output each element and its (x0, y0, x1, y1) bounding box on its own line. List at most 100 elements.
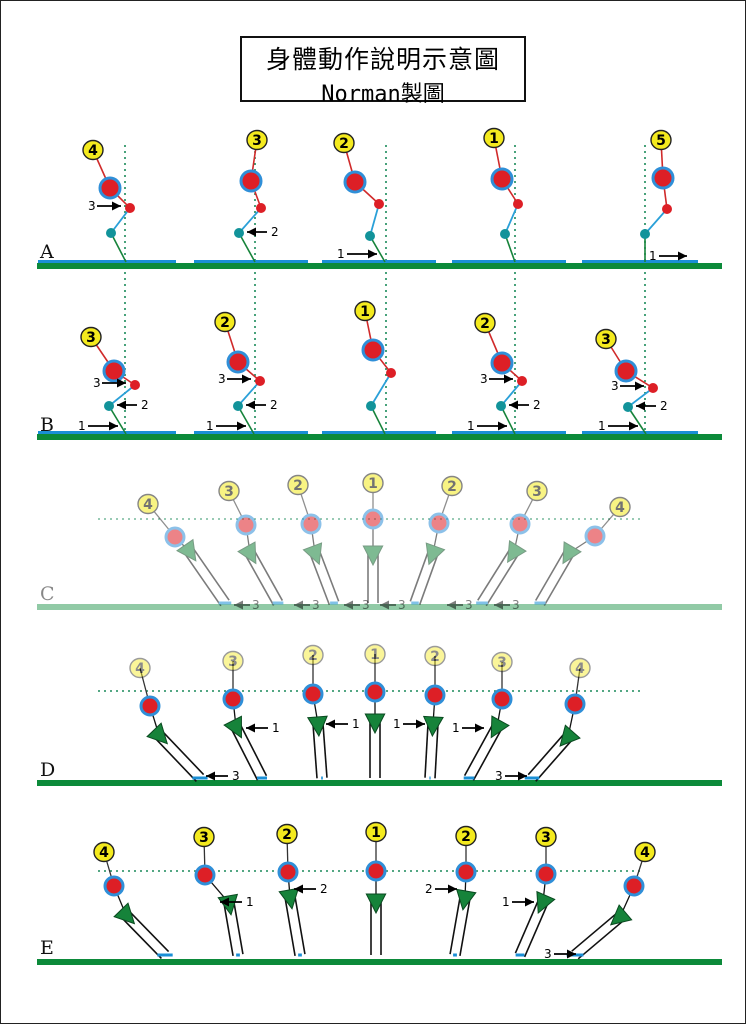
ground-bar (37, 434, 722, 440)
right-arrow (462, 723, 484, 733)
number-ball: 3 (80, 326, 102, 348)
foot-pad (38, 431, 176, 434)
leg-rail (477, 548, 511, 601)
knee-triangle (306, 715, 328, 738)
leg-rail (121, 917, 162, 960)
side-mark: 1 (393, 717, 425, 731)
foot-pad (194, 431, 308, 434)
right-arrow (512, 897, 534, 907)
hip-joint (98, 176, 122, 200)
arrow-number: 1 (206, 419, 214, 433)
side-mark: 3 (495, 769, 527, 783)
left-arrow (326, 719, 348, 729)
mark-number: 3 (362, 598, 370, 612)
ground-bar (37, 959, 722, 965)
mark-number: 3 (495, 769, 503, 783)
knee-triangle (364, 713, 386, 735)
ball-number: 2 (480, 316, 490, 332)
knee-triangle (609, 904, 633, 926)
ground-mark: 3 (344, 598, 370, 612)
number-ball: 2 (424, 645, 446, 667)
leg-rail (434, 724, 439, 779)
foot-pad (38, 260, 176, 263)
ball-number: 3 (252, 133, 262, 149)
ball-number: 1 (370, 647, 380, 663)
left-arrow (636, 401, 656, 411)
number-ball: 1 (365, 821, 387, 843)
number-ball: 2 (441, 475, 463, 497)
leg-figure: 32 (234, 129, 279, 263)
hip-joint (226, 350, 250, 374)
knee-joint (648, 383, 658, 393)
number-ball: 4 (569, 657, 591, 679)
arrow-number: 3 (611, 379, 619, 393)
ankle-link (370, 405, 386, 435)
side-mark: 1 (246, 721, 280, 735)
foot-pad (452, 431, 566, 434)
right-arrow (489, 374, 513, 384)
leg-rail (284, 897, 296, 956)
right-arrow (88, 421, 118, 431)
ground-mark: 3 (234, 598, 260, 612)
leg-rail (527, 733, 565, 776)
hip-joint (424, 684, 446, 706)
foot-pad (582, 431, 698, 434)
mark-number: 3 (232, 769, 240, 783)
mark-number: 3 (312, 598, 320, 612)
hip-joint (343, 170, 367, 194)
ball-number: 2 (293, 478, 303, 494)
hip-joint (300, 513, 322, 535)
knee-triangle (176, 538, 197, 562)
hip-joint (614, 359, 638, 383)
right-arrow (620, 381, 644, 391)
leg-rail (424, 723, 429, 778)
fan-leg: 4 (534, 496, 631, 606)
right-arrow (403, 719, 425, 729)
hip-joint (194, 864, 216, 886)
hip-joint (362, 508, 384, 530)
side-mark: 2 (294, 882, 328, 896)
leg-rail (543, 555, 575, 606)
leg-rail (192, 547, 230, 601)
knee-joint (125, 203, 135, 213)
leg-rail (459, 898, 471, 957)
ground-mark: 3 (380, 598, 406, 612)
arrow-number: 3 (93, 376, 101, 390)
arrow-number: 3 (480, 372, 488, 386)
ball-number: 1 (368, 476, 378, 492)
knee-triangle (455, 888, 477, 911)
left-arrow (234, 600, 250, 610)
left-arrow (247, 227, 267, 237)
ball-number: 3 (541, 830, 551, 846)
mark-number: 1 (502, 895, 510, 909)
leg-figure: 21 (333, 132, 386, 263)
left-arrow (220, 897, 242, 907)
right-arrow (97, 201, 121, 211)
shin-link (644, 208, 668, 235)
number-ball: 4 (137, 493, 159, 515)
ball-number: 1 (360, 304, 370, 320)
knee-joint (662, 204, 672, 214)
fan-leg: 2 (276, 823, 306, 957)
hip-joint (103, 875, 125, 897)
ankle-link (238, 232, 256, 263)
ball-number: 4 (88, 143, 98, 159)
side-mark: 2 (425, 882, 457, 896)
fan-leg: 3 (222, 650, 268, 781)
shin-link (369, 203, 380, 237)
left-arrow (380, 600, 396, 610)
ball-number: 3 (199, 830, 209, 846)
ankle-link (110, 232, 127, 263)
shin-link (627, 387, 654, 408)
mark-number: 1 (272, 721, 280, 735)
ball-number: 2 (461, 829, 471, 845)
ball-number: 3 (497, 655, 507, 671)
hip-joint (277, 861, 299, 883)
number-ball: 3 (246, 129, 268, 151)
leg-rail (322, 723, 328, 778)
number-ball: 3 (222, 650, 244, 672)
ball-number: 2 (339, 136, 349, 152)
mark-number: 3 (465, 598, 473, 612)
